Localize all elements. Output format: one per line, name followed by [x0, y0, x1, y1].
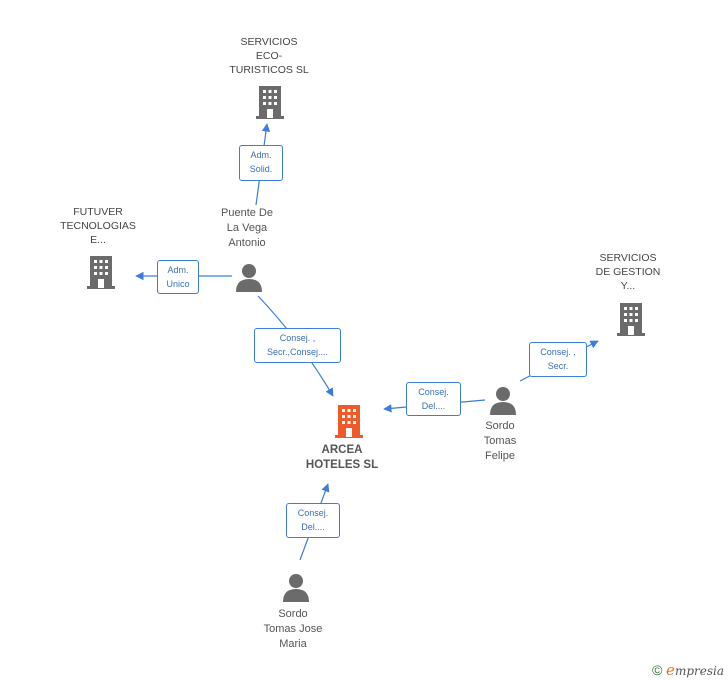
person-label-sordo-felipe[interactable]: Sordo Tomas Felipe [483, 420, 517, 462]
company-label-futuver[interactable]: FUTUVER TECNOLOGIAS E... [60, 206, 136, 246]
company-label-gestion[interactable]: SERVICIOS DE GESTION Y... [595, 252, 661, 292]
building-icon[interactable] [615, 301, 647, 337]
role-box-consej-secr-gestion[interactable]: Consej. , Secr. [529, 342, 587, 377]
person-icon[interactable] [234, 262, 264, 292]
role-box-adm-solid[interactable]: Adm. Solid. [239, 145, 283, 181]
person-label-sordo-jose[interactable]: Sordo Tomas Jose Maria [263, 608, 323, 650]
person-label-puente[interactable]: Puente De La Vega Antonio [221, 207, 273, 249]
brand-logo: empresia [666, 661, 724, 679]
company-label-eco-turisticos[interactable]: SERVICIOS ECO- TURISTICOS SL [229, 36, 309, 76]
copyright-icon: © [652, 662, 663, 678]
main-company-building-icon[interactable] [333, 403, 365, 439]
footer-brand: © empresia [652, 661, 724, 679]
person-icon[interactable] [281, 572, 311, 602]
role-box-consej-del-felipe[interactable]: Consej. Del.... [406, 382, 461, 416]
building-icon[interactable] [254, 84, 286, 120]
role-box-consej-del-jose[interactable]: Consej. Del.... [286, 503, 340, 538]
role-box-adm-unico[interactable]: Adm. Unico [157, 260, 199, 294]
building-icon[interactable] [85, 254, 117, 290]
main-company-label[interactable]: ARCEA HOTELES SL [305, 444, 379, 471]
role-box-consej-secr[interactable]: Consej. , Secr.,Consej.... [254, 328, 341, 363]
person-icon[interactable] [488, 385, 518, 415]
